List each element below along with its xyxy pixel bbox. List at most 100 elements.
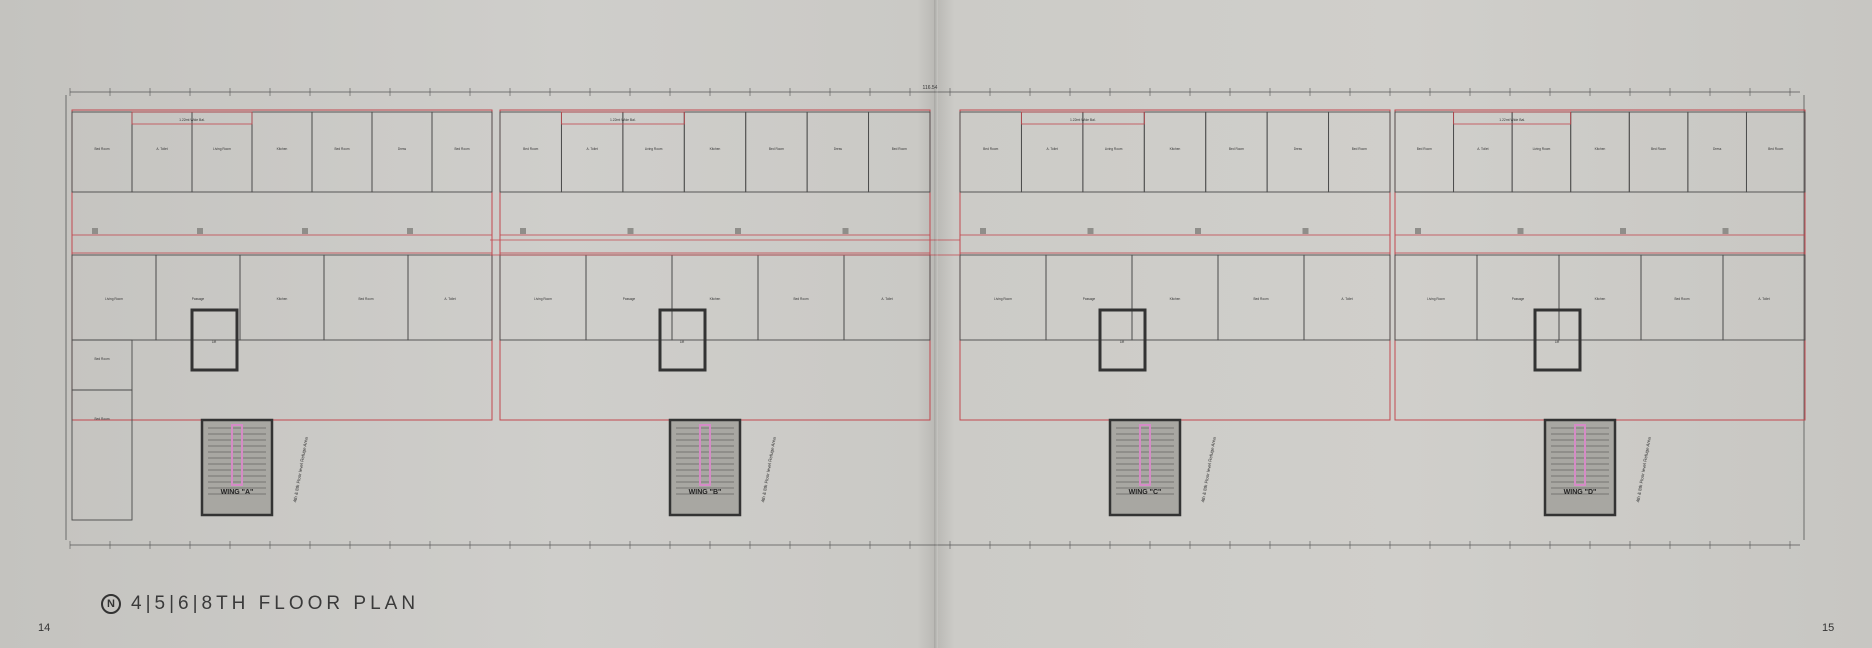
room-label: Kitchen [277,297,288,301]
room-outline [251,111,313,193]
room-label: Bed Room [1417,147,1432,151]
balcony-outline [1021,111,1145,125]
lift-label: Lift [212,340,216,344]
balcony-label: 1.22mt Wide Bal. [1499,118,1525,122]
stair-core [668,418,742,517]
room-outline [1628,111,1689,193]
room-label: Bed Room [892,147,907,151]
room-label: A. Toilet [1047,147,1058,151]
room-label: A. Toilet [1758,297,1769,301]
room-label: Bed Room [358,297,373,301]
room-label: Passage [1083,297,1096,301]
room-label: Passage [192,297,205,301]
room-label: Bed Room [1229,147,1244,151]
stair-core [1543,418,1617,517]
room-label: Kitchen [1595,297,1606,301]
room-label: Bed Room [1352,147,1367,151]
column-marker [92,228,98,234]
room-outline [1687,111,1747,193]
refuge-note: 4th & 8th Floor level Refuge Area [1200,436,1217,503]
lift-shaft [1533,308,1582,372]
corridor-outline [499,234,931,254]
room-label: Bed Room [94,357,109,361]
room-outline [407,254,493,341]
room-label: Dress [834,147,843,151]
room-outline [1722,254,1806,341]
room-label: Dress [398,147,407,151]
refuge-marker [699,424,711,486]
room-outline [1394,111,1455,193]
room-outline [1570,111,1630,193]
room-label: A. Toilet [444,297,455,301]
room-outline [71,389,133,521]
column-marker [1620,228,1626,234]
wing-boundary [1394,109,1806,421]
room-outline [1143,111,1207,193]
room-label: Bed Room [94,147,109,151]
column-marker [1722,228,1729,234]
lift-shaft [190,308,239,372]
balcony-outline [561,111,685,125]
balcony-label: 1.22mt Wide Bal. [179,118,205,122]
column-marker [302,228,308,234]
room-label: Living Room [534,297,552,301]
column-marker [1415,228,1421,234]
room-outline [959,111,1022,193]
stair-core [1108,418,1182,517]
room-label: A. Toilet [1477,147,1488,151]
room-label: Bed Room [1651,147,1666,151]
room-outline [1328,111,1391,193]
room-outline [806,111,870,193]
corridor-outline [1394,234,1806,254]
room-label: Bed Room [769,147,784,151]
corridor-outline [71,234,493,254]
column-marker [197,228,203,234]
lift-label: Lift [680,340,684,344]
overall-dimension-label: 116.54 [923,85,938,91]
room-label: Passage [1512,297,1525,301]
balcony-outline [131,111,253,125]
room-outline [1745,111,1806,193]
room-outline [71,111,133,193]
column-marker [1195,228,1201,234]
stair-core [200,418,274,517]
balcony-label: 1.22mt Wide Bal. [1070,118,1096,122]
wing-label: WING "A" [221,489,254,496]
page-number-left: 14 [38,622,51,634]
room-label: Bed Room [334,147,349,151]
refuge-note: 4th & 8th Floor level Refuge Area [760,436,777,503]
lift-label: Lift [1555,340,1559,344]
room-label: Bed Room [1253,297,1268,301]
room-label: Living Room [105,297,123,301]
room-label: Bed Room [1768,147,1783,151]
room-label: Living Room [994,297,1012,301]
title-block: N 4|5|6|8TH FLOOR PLAN [101,591,419,617]
room-outline [1303,254,1391,341]
room-outline [371,111,433,193]
page-title: 4|5|6|8TH FLOOR PLAN [131,593,420,614]
wing-label: WING "D" [1564,489,1597,496]
refuge-marker [231,424,243,486]
room-outline [745,111,808,193]
room-label: Bed Room [94,417,109,421]
lift-shaft [658,308,707,372]
room-label: Kitchen [1170,147,1181,151]
room-outline [71,339,133,391]
room-outline [431,111,493,193]
room-label: Kitchen [1170,297,1181,301]
column-marker [1087,228,1094,234]
lift-label: Lift [1120,340,1124,344]
column-marker [980,228,986,234]
room-label: Dress [1713,147,1722,151]
room-label: Kitchen [1595,147,1606,151]
room-label: Living Room [645,147,663,151]
room-outline [868,111,931,193]
column-marker [407,228,413,234]
room-label: Kitchen [277,147,288,151]
refuge-marker [1574,424,1586,486]
wing-boundary [959,109,1391,421]
room-label: Kitchen [710,147,721,151]
